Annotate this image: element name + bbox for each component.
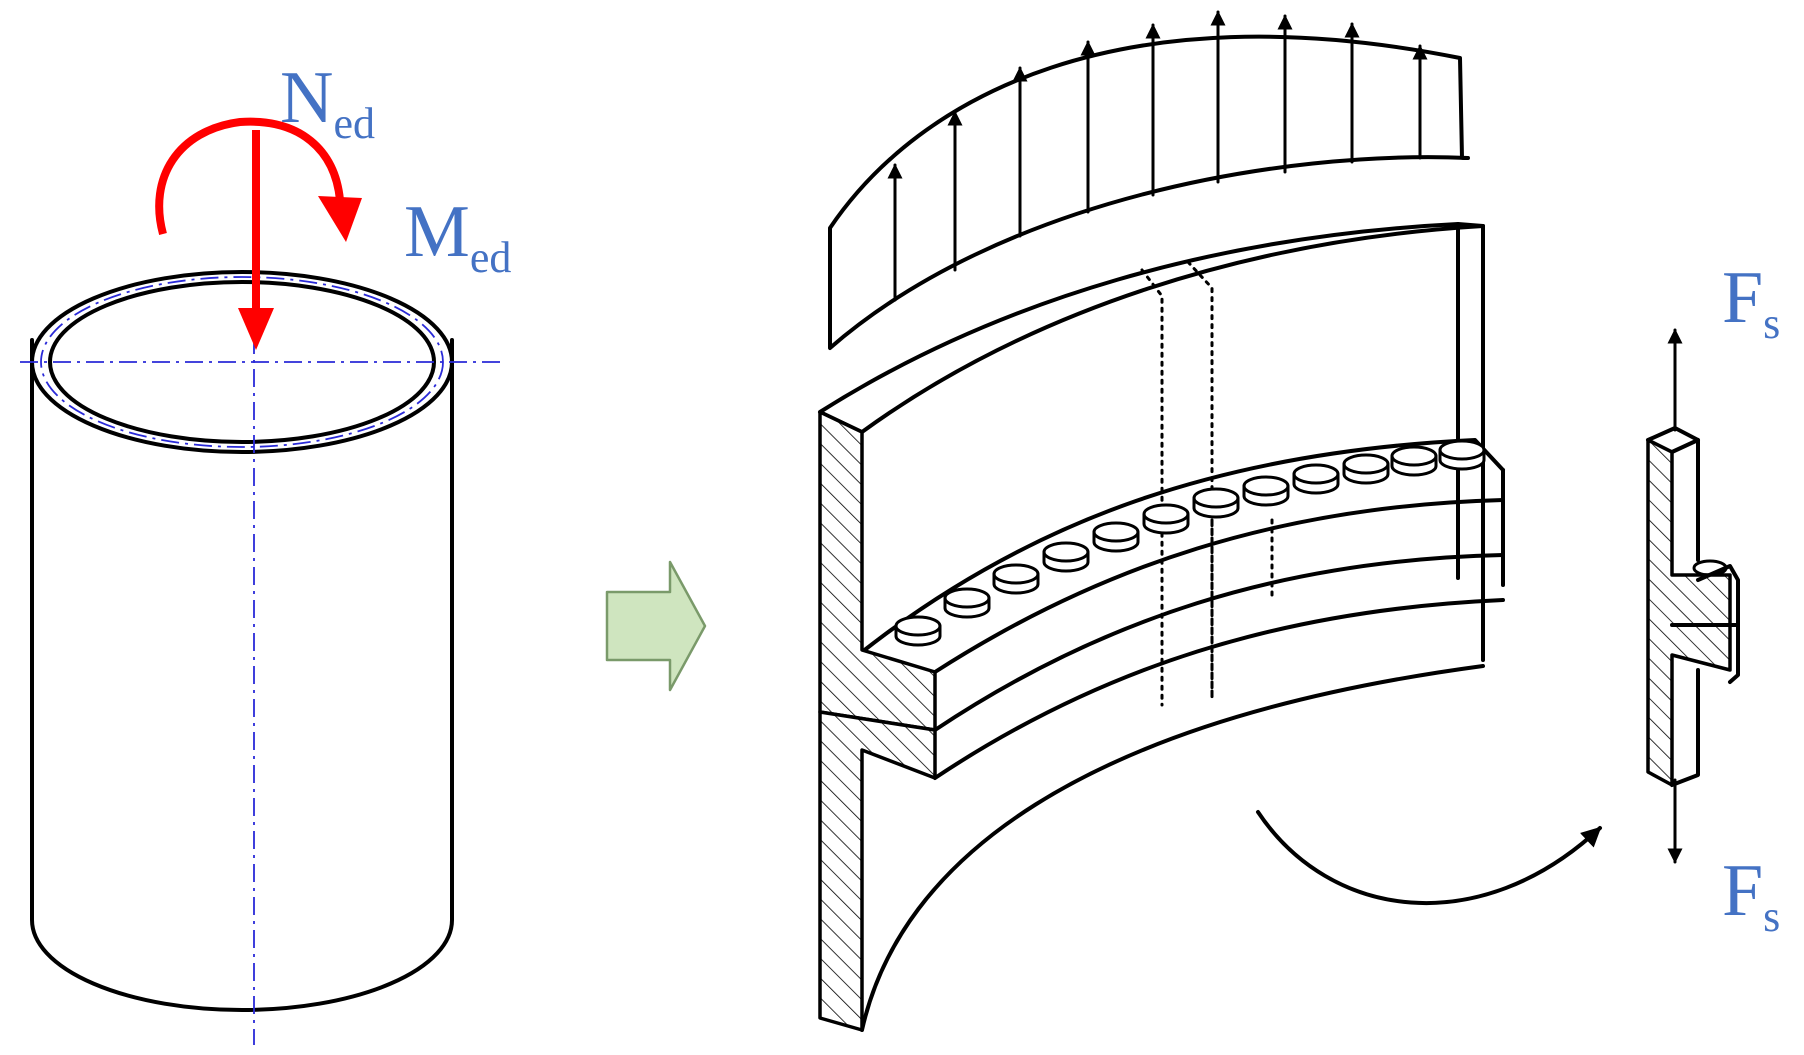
axial-force-label: Ned xyxy=(280,57,375,148)
bolt-head xyxy=(894,615,942,647)
curved-arrow xyxy=(1256,810,1602,906)
bolt-head xyxy=(1192,487,1240,519)
bolt-head xyxy=(943,587,991,619)
bolt-force-top-label: Fs xyxy=(1722,257,1780,348)
bolt-head xyxy=(1242,475,1290,507)
bolt-segment xyxy=(1646,328,1740,864)
bolt-head xyxy=(1292,463,1340,495)
bolt-head xyxy=(1438,439,1486,471)
bolt-force-bottom-label: Fs xyxy=(1722,850,1780,941)
moment-label: Med xyxy=(404,191,511,282)
tower-cylinder xyxy=(20,270,500,1045)
transition-arrow xyxy=(605,560,707,692)
bolt-head xyxy=(1342,453,1390,485)
bolt-head xyxy=(992,563,1040,595)
bolt-row xyxy=(894,439,1486,647)
load-arrows xyxy=(155,117,362,350)
bolt-head xyxy=(1142,503,1190,535)
bolt-head xyxy=(1390,445,1438,477)
bolt-head xyxy=(1092,521,1140,553)
stress-distribution xyxy=(828,10,1470,350)
bolt-head xyxy=(1042,541,1090,573)
flange-section xyxy=(818,222,1505,1032)
